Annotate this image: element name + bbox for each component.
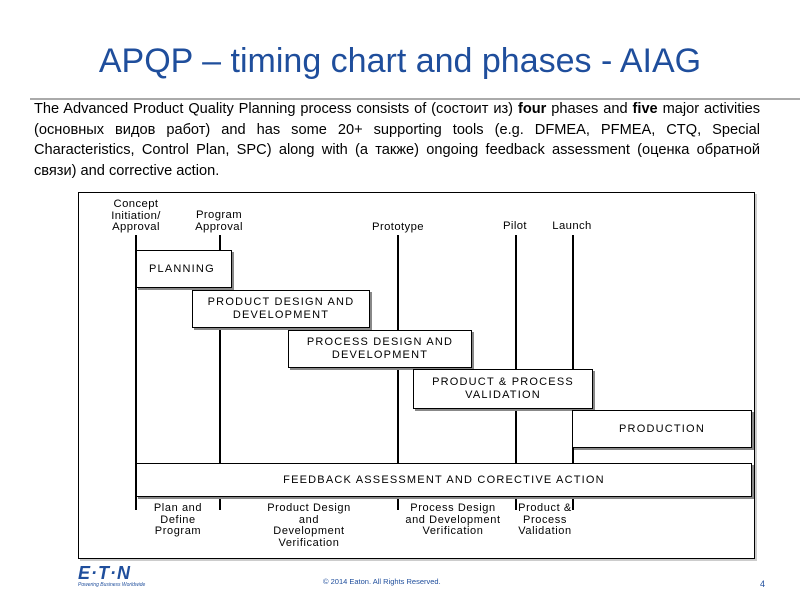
phase-production-label: PRODUCTION xyxy=(619,422,705,435)
milestone-line-concept xyxy=(135,235,137,510)
eaton-logo-text: E·T·N xyxy=(78,563,131,583)
phase-process-design-label: PROCESS DESIGN AND DEVELOPMENT xyxy=(306,336,454,361)
bottom-label-product-verification: Product Design and Development Verificat… xyxy=(267,502,351,549)
phase-process-design: PROCESS DESIGN AND DEVELOPMENT xyxy=(288,330,472,368)
phase-product-design-label: PRODUCT DESIGN AND DEVELOPMENT xyxy=(207,296,355,321)
milestone-concept-initiation: Concept Initiation/ Approval xyxy=(111,198,161,233)
phase-validation-label: PRODUCT & PROCESS VALIDATION xyxy=(432,376,574,401)
copyright-notice: © 2014 Eaton. All Rights Reserved. xyxy=(323,577,441,586)
eaton-logo-tagline: Powering Business Worldwide xyxy=(78,582,146,588)
milestone-program-approval: Program Approval xyxy=(195,209,243,233)
intro-text-3: major activities (основных видов работ) … xyxy=(34,101,760,179)
bottom-label-validation: Product & Process Validation xyxy=(518,502,572,537)
phase-production: PRODUCTION xyxy=(572,410,752,448)
title-divider xyxy=(30,98,800,100)
intro-bold-1: four xyxy=(517,101,547,117)
intro-text-1: The Advanced Product Quality Planning pr… xyxy=(34,101,518,117)
timing-chart-frame xyxy=(78,192,755,559)
milestone-line-program xyxy=(219,235,221,510)
intro-paragraph: The Advanced Product Quality Planning pr… xyxy=(34,99,760,181)
eaton-logo: E·T·N Powering Business Worldwide xyxy=(78,563,145,588)
bottom-label-process-verification: Process Design and Development Verificat… xyxy=(405,502,501,537)
milestone-line-prototype xyxy=(397,235,399,510)
page-number: 4 xyxy=(760,579,766,589)
milestone-pilot: Pilot xyxy=(503,220,527,232)
slide-title: APQP – timing chart and phases - AIAG xyxy=(98,42,702,80)
intro-text-2: phases and xyxy=(546,101,633,117)
milestone-launch: Launch xyxy=(552,220,592,232)
phase-feedback-label: FEEDBACK ASSESSMENT AND CORECTIVE ACTION xyxy=(283,473,605,486)
phase-planning: PLANNING xyxy=(136,250,232,288)
phase-product-process-validation: PRODUCT & PROCESS VALIDATION xyxy=(413,369,593,409)
phase-product-design: PRODUCT DESIGN AND DEVELOPMENT xyxy=(192,290,370,328)
bottom-label-plan-define: Plan and Define Program xyxy=(153,502,203,537)
phase-feedback-assessment: FEEDBACK ASSESSMENT AND CORECTIVE ACTION xyxy=(136,463,752,497)
milestone-prototype: Prototype xyxy=(372,221,424,233)
phase-planning-label: PLANNING xyxy=(149,262,215,275)
intro-bold-2: five xyxy=(632,101,658,117)
